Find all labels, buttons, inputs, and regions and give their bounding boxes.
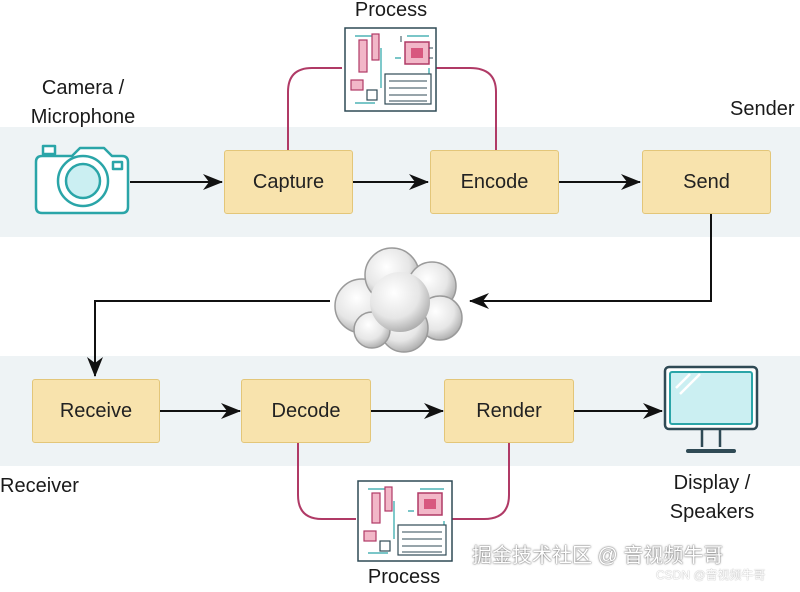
capture-step: Capture (224, 150, 353, 214)
encode-step: Encode (430, 150, 559, 214)
receiver-label: Receiver (0, 475, 79, 497)
output-label: Display /Speakers (662, 469, 762, 527)
arrow-send-to-cloud (469, 214, 712, 309)
render-step: Render (444, 379, 574, 443)
watermark-main: 掘金技术社区 @ 音视频牛哥 (472, 545, 724, 567)
source-label: Camera /Microphone (22, 74, 144, 132)
process-label-bottom: Process (367, 566, 441, 588)
cloud-icon (334, 247, 463, 353)
circuit-board-icon (344, 27, 437, 112)
sender-process-link (287, 67, 497, 150)
monitor-icon (663, 365, 759, 453)
receive-step: Receive (32, 379, 160, 443)
decode-step: Decode (241, 379, 371, 443)
camera-icon (34, 144, 130, 215)
watermark-sub: CSDN @音视频牛哥 (656, 568, 766, 582)
send-step: Send (642, 150, 771, 214)
sender-label: Sender (730, 98, 795, 120)
circuit-board-icon (357, 480, 453, 562)
process-label-top: Process (354, 0, 428, 21)
output-label-text: Display /Speakers (669, 472, 755, 523)
arrow-cloud-to-receive (87, 300, 330, 377)
source-label-text: Camera /Microphone (30, 77, 136, 128)
receiver-process-link (297, 443, 510, 520)
